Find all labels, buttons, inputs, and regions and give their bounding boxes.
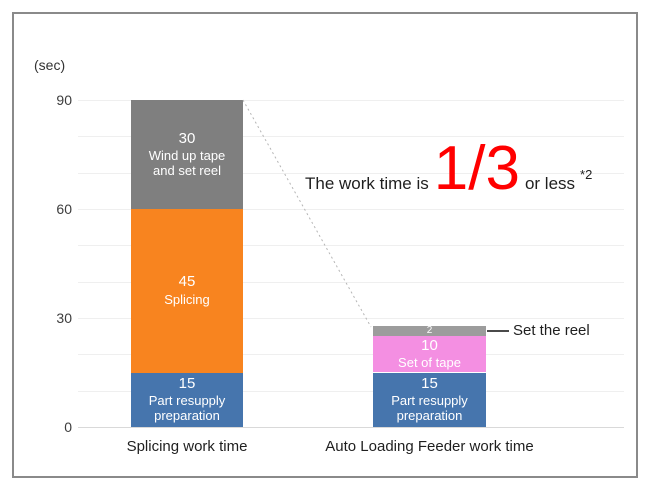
y-gridline — [78, 354, 624, 355]
y-axis-unit-label: (sec) — [34, 57, 66, 73]
callout-line — [487, 330, 509, 332]
x-axis-line — [78, 427, 624, 428]
bar-segment-name: Set of tape — [398, 355, 461, 371]
y-tick-label: 30 — [56, 310, 72, 326]
bar-segment-value: 45 — [178, 273, 196, 291]
bar-segment-name: Part resupply preparation — [391, 393, 468, 423]
bar-segment-value: 10 — [421, 336, 438, 354]
annotation-text: The work time is 1/3 or less *2 — [305, 138, 592, 200]
fraction-text: 1/3 — [433, 134, 520, 203]
bar-segment-name: Wind up tape and set reel — [148, 148, 226, 178]
y-tick-label: 90 — [56, 92, 72, 108]
y-tick-label: 0 — [64, 419, 72, 435]
bar-segment-value: 15 — [178, 374, 196, 392]
annotation-footnote: *2 — [580, 167, 593, 182]
bar-segment-name: Splicing — [164, 291, 210, 307]
annotation-prefix: The work time is — [305, 174, 429, 193]
bar-label: Splicing work time — [126, 438, 248, 455]
bar-segment-value: 2 — [426, 325, 433, 337]
y-tick-label: 60 — [56, 201, 72, 217]
bar-segment-value: 30 — [178, 129, 196, 147]
callout-label: Set the reel — [513, 322, 590, 339]
y-gridline — [78, 391, 624, 392]
bar-segment-value: 15 — [421, 374, 438, 392]
bar-segment: 2 — [373, 325, 486, 337]
bar-segment-name: Part resupply preparation — [148, 393, 226, 423]
bar-label: Auto Loading Feeder work time — [325, 438, 534, 455]
annotation-suffix: or less — [524, 174, 576, 193]
